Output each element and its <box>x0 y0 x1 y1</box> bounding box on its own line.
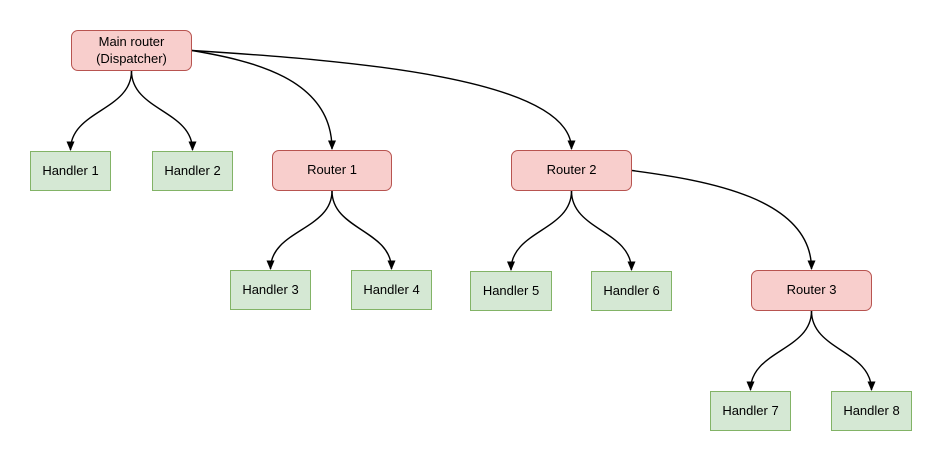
edge-router-1-to-handler-4 <box>331 190 396 270</box>
node-label-router-3: Router 3 <box>786 282 837 298</box>
node-handler-6: Handler 6 <box>591 271 672 311</box>
node-label-router-2: Router 2 <box>546 162 597 178</box>
node-handler-8: Handler 8 <box>831 391 912 431</box>
edge-main-router-to-handler-1 <box>66 70 133 151</box>
node-label-handler-3: Handler 3 <box>242 281 299 297</box>
node-label-router-1: Router 1 <box>307 162 357 178</box>
edge-main-router-to-router-2 <box>191 49 576 150</box>
node-label-handler-1: Handler 1 <box>42 162 99 178</box>
edge-router-2-to-handler-5 <box>507 190 573 271</box>
edge-main-router-to-router-1 <box>191 49 336 150</box>
node-handler-4: Handler 4 <box>351 270 432 310</box>
node-label-main-router: Main router (Dispatcher) <box>96 33 167 66</box>
node-label-handler-2: Handler 2 <box>164 162 221 178</box>
node-router-2: Router 2 <box>511 150 632 191</box>
node-router-3: Router 3 <box>751 270 872 311</box>
node-main-router: Main router (Dispatcher) <box>71 30 192 71</box>
edge-router-3-to-handler-7 <box>746 310 813 391</box>
node-label-handler-8: Handler 8 <box>843 402 900 418</box>
edge-router-1-to-handler-3 <box>266 190 333 270</box>
edge-main-router-to-handler-2 <box>130 70 197 151</box>
node-label-handler-7: Handler 7 <box>722 402 779 418</box>
node-label-handler-5: Handler 5 <box>482 282 540 298</box>
node-label-handler-6: Handler 6 <box>603 282 660 298</box>
edge-router-2-to-handler-6 <box>570 190 636 271</box>
edge-router-2-to-router-3 <box>631 169 816 270</box>
node-handler-7: Handler 7 <box>710 391 791 431</box>
node-handler-2: Handler 2 <box>152 151 233 191</box>
node-label-handler-4: Handler 4 <box>363 281 420 297</box>
node-handler-5: Handler 5 <box>470 271 552 311</box>
edge-router-3-to-handler-8 <box>810 310 876 391</box>
node-handler-1: Handler 1 <box>30 151 111 191</box>
node-router-1: Router 1 <box>272 150 392 191</box>
node-handler-3: Handler 3 <box>230 270 311 310</box>
